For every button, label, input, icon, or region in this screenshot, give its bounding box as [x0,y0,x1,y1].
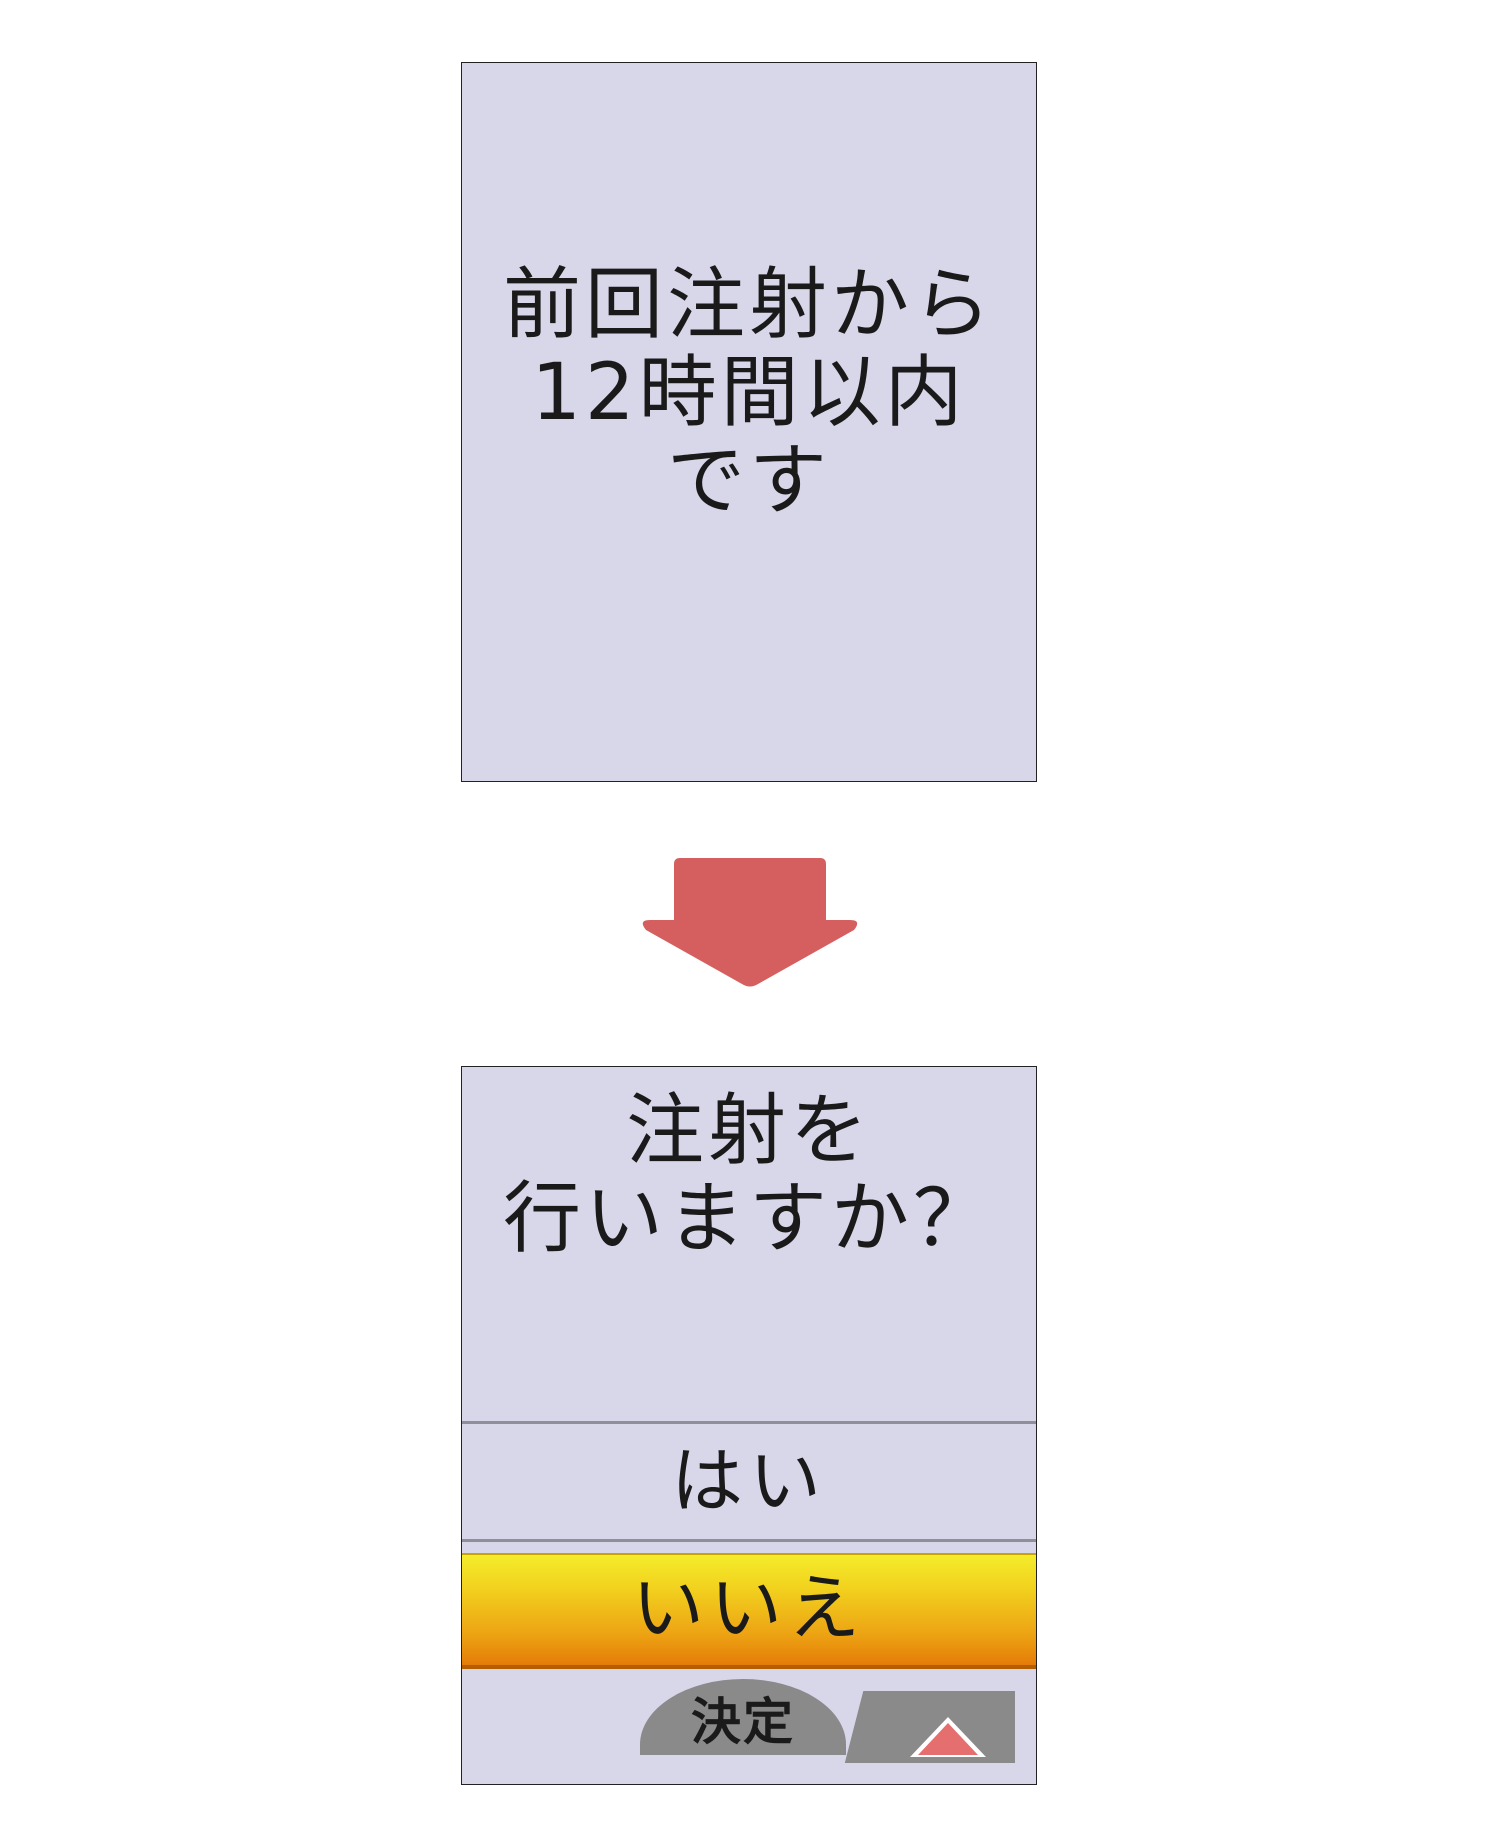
warning-message: 前回注射から 12時間以内 です [462,261,1036,525]
option-yes[interactable]: はい [670,1439,827,1523]
question-line-1: 注射を [625,1086,872,1176]
confirm-question: 注射を 行いますか？ [462,1087,1036,1263]
warning-line-2: 12時間以内 [531,348,967,438]
question-line-2: 行いますか？ [502,1174,995,1264]
arrow-down-icon [642,858,858,987]
screen-warning: 前回注射から 12時間以内 です [461,62,1037,782]
confirm-softkey[interactable]: 決定 [640,1679,846,1755]
up-triangle-fill [918,1723,978,1755]
divider [462,1421,1036,1424]
divider [462,1539,1036,1542]
softkey-bar: 決定 [462,1679,1036,1784]
warning-line-1: 前回注射から [502,260,995,350]
option-no-selected[interactable]: いいえ [462,1553,1036,1669]
screen-confirm: 注射を 行いますか？ はい いいえ 決定 [461,1066,1037,1785]
warning-line-3: です [666,436,831,526]
